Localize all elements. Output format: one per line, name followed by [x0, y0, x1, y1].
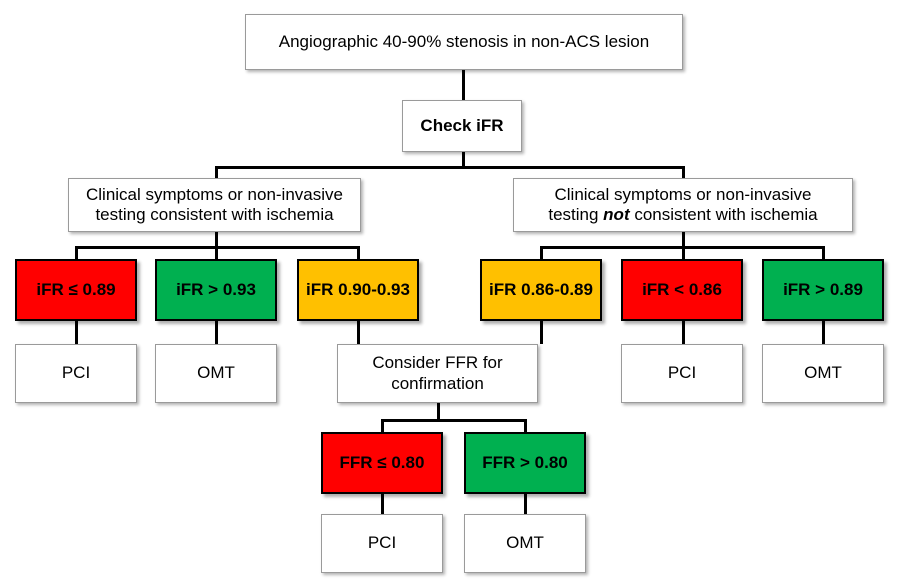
node-omt-right: OMT: [762, 344, 884, 403]
node-omt-ffr: OMT: [464, 514, 586, 573]
node-root-stenosis: Angiographic 40-90% stenosis in non-ACS …: [245, 14, 683, 70]
branch-no-ischemia-emphasis-not: not: [603, 205, 630, 224]
node-ifr-gt-093: iFR > 0.93: [155, 259, 277, 321]
branch-ischemia-line1: Clinical symptoms or non-invasive: [86, 184, 343, 204]
connector-consider-ffr-stem: [437, 403, 440, 421]
node-check-ifr-label: Check iFR: [420, 115, 504, 135]
connector-left-drop-2: [215, 246, 218, 260]
node-ffr-gt-080-label: FFR > 0.80: [482, 452, 568, 472]
node-ffr-gt-080: FFR > 0.80: [464, 432, 586, 494]
branch-no-ischemia-line2-post: consistent with ischemia: [629, 205, 818, 224]
connector-root-to-checkifr: [462, 70, 465, 100]
node-ifr-lt-086-label: iFR < 0.86: [642, 279, 722, 299]
connector-ifr-090-093-to-ffr: [357, 321, 360, 344]
connector-ifr-le-089-to-pci: [75, 321, 78, 344]
node-branch-no-ischemia-label: Clinical symptoms or non-invasive testin…: [514, 185, 852, 225]
connector-ffr-drop-left: [381, 419, 384, 433]
connector-left-branch-stem: [215, 232, 218, 248]
node-pci-right-label: PCI: [667, 363, 697, 383]
node-pci-ffr-label: PCI: [367, 533, 397, 553]
connector-left-drop-3: [357, 246, 360, 260]
node-branch-no-ischemia: Clinical symptoms or non-invasive testin…: [513, 178, 853, 232]
connector-right-drop-2: [682, 246, 685, 260]
node-ffr-le-080: FFR ≤ 0.80: [321, 432, 443, 494]
connector-ffr-bar: [381, 419, 527, 422]
connector-ffr-le-080-to-pci: [381, 494, 384, 516]
node-omt-left-label: OMT: [197, 363, 235, 383]
consider-ffr-line1: Consider FFR for: [372, 353, 503, 373]
node-ifr-gt-089: iFR > 0.89: [762, 259, 884, 321]
connector-level1-bar: [215, 166, 685, 169]
branch-no-ischemia-line2-pre: testing: [548, 205, 604, 224]
node-check-ifr: Check iFR: [402, 100, 522, 152]
node-branch-ischemia: Clinical symptoms or non-invasive testin…: [68, 178, 361, 232]
node-ifr-090-093: iFR 0.90-0.93: [297, 259, 419, 321]
node-ffr-le-080-label: FFR ≤ 0.80: [339, 452, 425, 472]
node-ifr-le-089-label: iFR ≤ 0.89: [36, 279, 116, 299]
branch-no-ischemia-line1: Clinical symptoms or non-invasive: [554, 184, 812, 204]
node-pci-left: PCI: [15, 344, 137, 403]
node-ifr-le-089: iFR ≤ 0.89: [15, 259, 137, 321]
node-ifr-lt-086: iFR < 0.86: [621, 259, 743, 321]
node-ifr-gt-093-label: iFR > 0.93: [176, 279, 256, 299]
node-pci-right: PCI: [621, 344, 743, 403]
connector-ifr-086-089-stem: [540, 321, 543, 344]
node-ifr-gt-089-label: iFR > 0.89: [783, 279, 863, 299]
node-consider-ffr-label: Consider FFR for confirmation: [338, 353, 537, 393]
node-ifr-086-089: iFR 0.86-0.89: [480, 259, 602, 321]
connector-right-drop-1: [540, 246, 543, 260]
connector-right-drop-3: [822, 246, 825, 260]
branch-ischemia-line2: testing consistent with ischemia: [95, 205, 334, 224]
consider-ffr-line2: confirmation: [391, 373, 484, 393]
connector-ffr-gt-080-to-omt: [524, 494, 527, 516]
node-root-label: Angiographic 40-90% stenosis in non-ACS …: [278, 31, 650, 51]
node-omt-ffr-label: OMT: [506, 533, 544, 553]
connector-level1-drop-right: [682, 166, 685, 178]
node-pci-left-label: PCI: [61, 363, 91, 383]
connector-right-branch-stem: [682, 232, 685, 248]
connector-ffr-drop-right: [524, 419, 527, 433]
node-branch-ischemia-label: Clinical symptoms or non-invasive testin…: [69, 185, 360, 225]
node-ifr-086-089-label: iFR 0.86-0.89: [489, 279, 593, 299]
connector-level1-drop-left: [215, 166, 218, 178]
node-pci-ffr: PCI: [321, 514, 443, 573]
connector-left-drop-1: [75, 246, 78, 260]
connector-checkifr-stem: [462, 152, 465, 168]
node-consider-ffr: Consider FFR for confirmation: [337, 344, 538, 403]
node-ifr-090-093-label: iFR 0.90-0.93: [306, 279, 410, 299]
connector-ifr-gt-093-to-omt: [215, 321, 218, 344]
connector-ifr-gt-089-to-omt: [822, 321, 825, 344]
node-omt-left: OMT: [155, 344, 277, 403]
connector-ifr-lt-086-to-pci: [682, 321, 685, 344]
node-omt-right-label: OMT: [804, 363, 842, 383]
